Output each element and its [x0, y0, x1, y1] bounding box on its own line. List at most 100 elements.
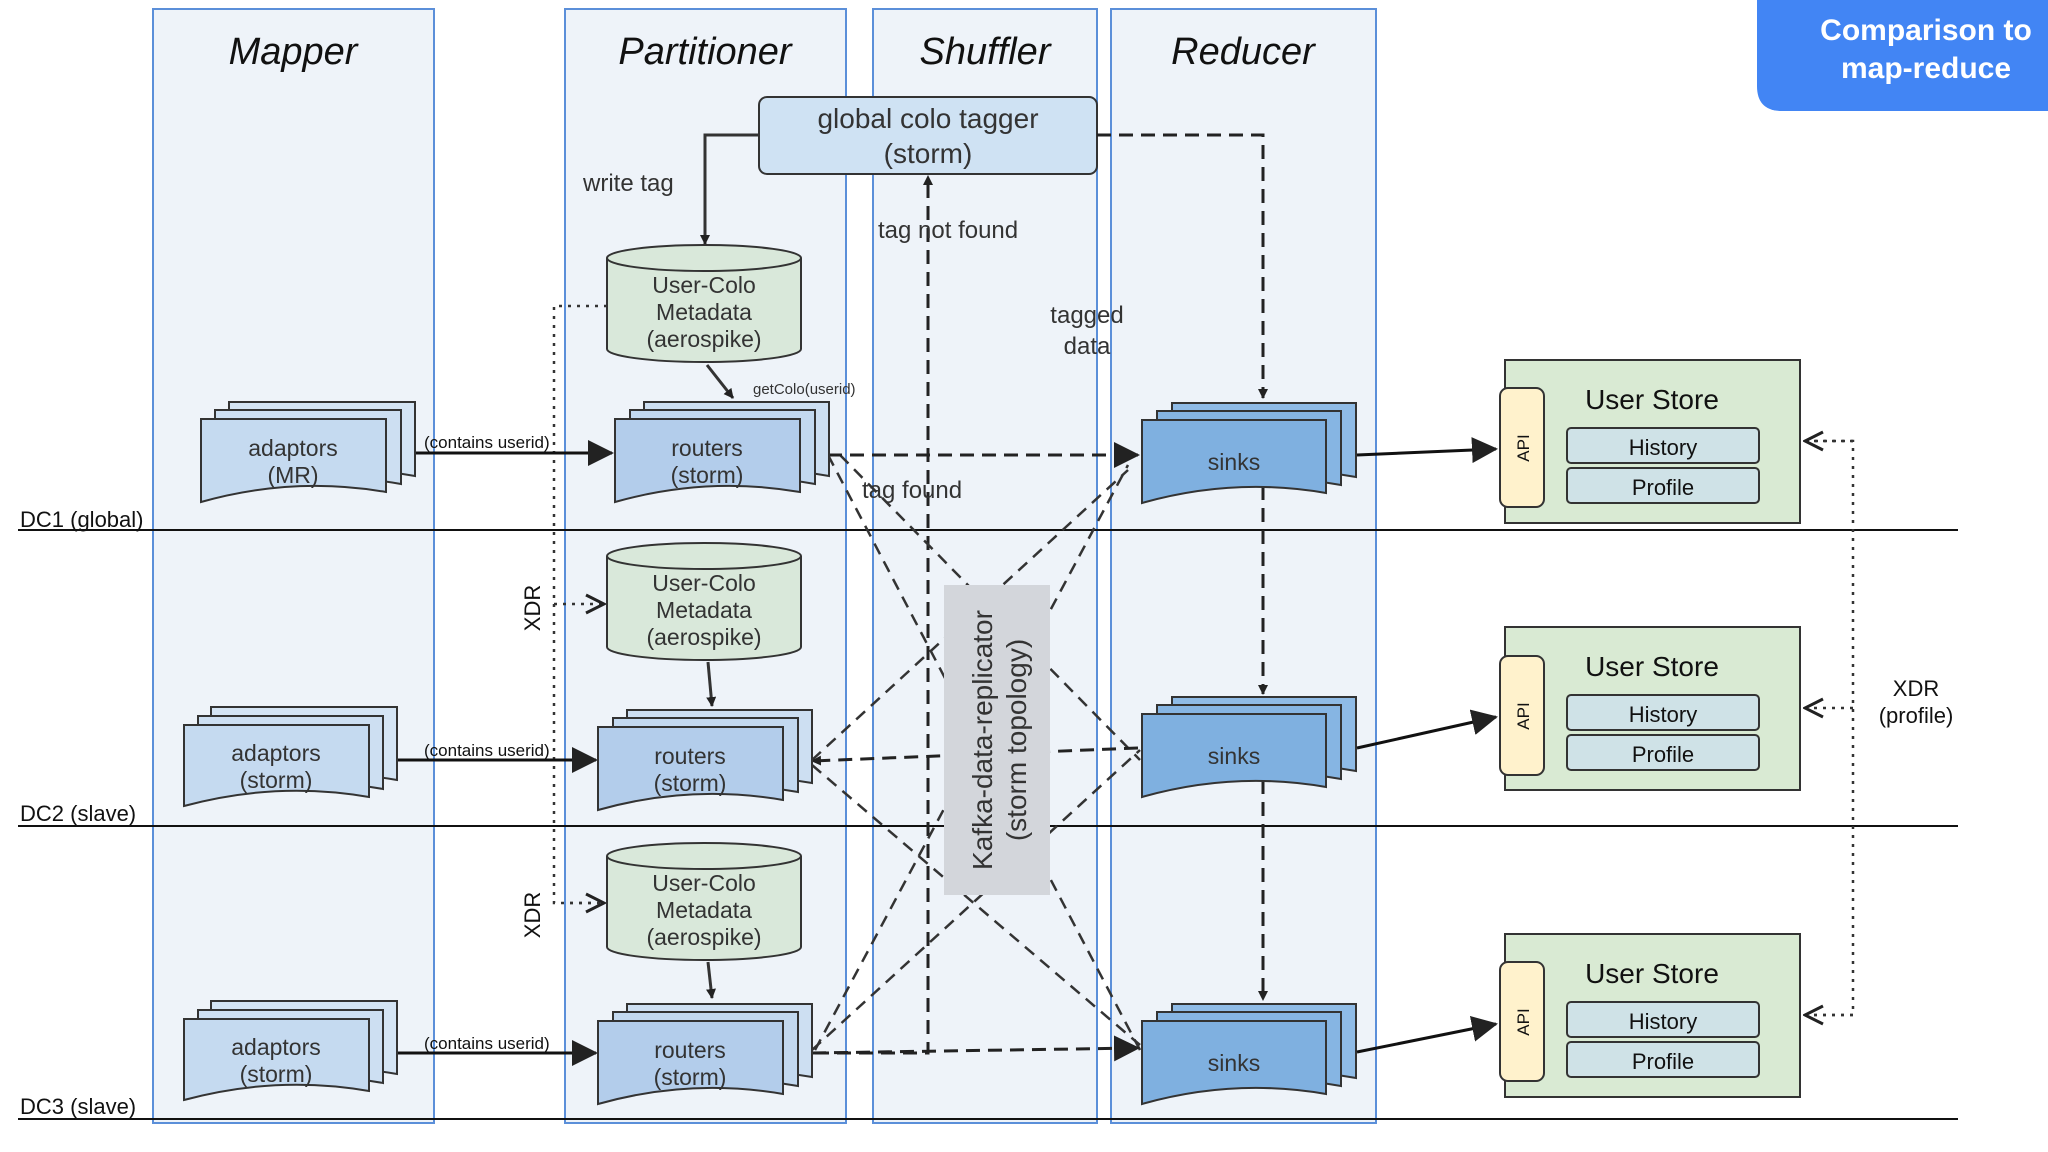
tag-not-found-label: tag not found [878, 217, 1018, 244]
user-store-dc3: API User Store History Profile [1499, 933, 1801, 1098]
shuffler-column [872, 8, 1098, 1124]
tagger-to-sinks-arrow [1097, 133, 1268, 399]
xdr-profile-label-1: XDR [1893, 676, 1939, 701]
metadata-line1: User-Colo [652, 570, 756, 596]
badge-line1: Comparison to [1820, 14, 2032, 47]
column-title-shuffler: Shuffler [920, 31, 1052, 73]
mapper-column [152, 8, 435, 1124]
metadata-to-routers-arrow-dc3 [706, 961, 716, 999]
routers-dc3-to-sinks-arrow [811, 1035, 1140, 1062]
tagger-line2: (storm) [884, 138, 973, 169]
write-tag-label: write tag [582, 170, 674, 197]
adaptors-line1: adaptors [231, 740, 321, 766]
history-label: History [1629, 435, 1697, 460]
user-store-title: User Store [1585, 384, 1719, 415]
xdr-label-dc2: XDR [520, 585, 545, 631]
dc2-label: DC2 (slave) [20, 801, 136, 826]
sinks-label: sinks [1208, 449, 1260, 475]
reducer-column [1110, 8, 1377, 1124]
history-label: History [1629, 1009, 1697, 1034]
sinks-to-store-arrow-dc3 [1356, 1015, 1498, 1054]
user-store-dc2: API User Store History Profile [1499, 626, 1801, 791]
replicator-line1: Kafka-data-replicator [967, 610, 998, 870]
dc1-label: DC1 (global) [20, 507, 144, 532]
sinks-dc1: sinks [1141, 402, 1357, 505]
xdr-label-dc3: XDR [520, 892, 545, 938]
dc3-label: DC3 (slave) [20, 1094, 136, 1119]
adaptors-line2: (MR) [267, 462, 318, 488]
data-label: data [1064, 333, 1111, 360]
metadata-to-routers-arrow-dc2 [706, 661, 717, 707]
global-colo-tagger: global colo tagger (storm) [758, 96, 1098, 175]
comparison-badge: Comparison to map-reduce [1757, 0, 2048, 111]
adaptors-dc2: adaptors (storm) [183, 706, 398, 808]
metadata-store-dc3: User-Colo Metadata (aerospike) [606, 842, 802, 961]
contains-userid-label-dc3: (contains userid) [424, 1034, 550, 1053]
api-label: API [1514, 1008, 1533, 1035]
badge-line2: map-reduce [1841, 52, 2011, 85]
write-tag-arrow [700, 133, 759, 245]
metadata-line3: (aerospike) [646, 924, 761, 950]
tag-not-found-arrow [815, 175, 933, 1055]
profile-box [1566, 1041, 1760, 1078]
kafka-data-replicator: Kafka-data-replicator (storm topology) [944, 585, 1050, 895]
metadata-line3: (aerospike) [646, 326, 761, 352]
sinks-label: sinks [1208, 1050, 1260, 1076]
routers-line2: (storm) [654, 1064, 727, 1090]
metadata-line1: User-Colo [652, 272, 756, 298]
user-store-title: User Store [1585, 651, 1719, 682]
contains-userid-label-dc2: (contains userid) [424, 741, 550, 760]
metadata-line3: (aerospike) [646, 624, 761, 650]
api-box [1499, 961, 1545, 1082]
user-store-dc1: API User Store History Profile [1499, 359, 1801, 524]
metadata-line2: Metadata [656, 299, 752, 325]
xdr-profile-label-2: (profile) [1879, 703, 1954, 728]
routers-line1: routers [654, 743, 726, 769]
sinks-dc3: sinks [1141, 1003, 1357, 1106]
history-box [1566, 427, 1760, 464]
user-store-title: User Store [1585, 958, 1719, 989]
contains-userid-label-dc1: (contains userid) [424, 433, 550, 452]
adaptors-line2: (storm) [240, 767, 313, 793]
sinks-label: sinks [1208, 743, 1260, 769]
xdr-profile-link [1806, 439, 1855, 1017]
replicator-line2: (storm topology) [1001, 639, 1032, 841]
api-box [1499, 655, 1545, 776]
column-title-mapper: Mapper [229, 31, 359, 73]
sinks-to-store-arrow-dc2 [1356, 709, 1498, 750]
metadata-line2: Metadata [656, 597, 752, 623]
routers-line1: routers [671, 435, 743, 461]
tag-found-label: tag found [862, 477, 962, 504]
history-box [1566, 694, 1760, 731]
adaptors-line2: (storm) [240, 1061, 313, 1087]
getcolo-arrow-dc1 [705, 364, 735, 399]
profile-label: Profile [1632, 475, 1694, 500]
metadata-line2: Metadata [656, 897, 752, 923]
history-label: History [1629, 702, 1697, 727]
getcolo-label: getColo(userid) [753, 381, 856, 398]
profile-label: Profile [1632, 742, 1694, 767]
profile-box [1566, 734, 1760, 771]
routers-dc3: routers (storm) [597, 1003, 813, 1106]
routers-line1: routers [654, 1037, 726, 1063]
profile-label: Profile [1632, 1049, 1694, 1074]
sinks-to-store-arrow-dc1 [1356, 437, 1498, 464]
api-label: API [1514, 434, 1533, 461]
column-title-partitioner: Partitioner [618, 31, 793, 73]
metadata-line1: User-Colo [652, 870, 756, 896]
metadata-store-dc1: User-Colo Metadata (aerospike) [606, 244, 802, 363]
api-box [1499, 387, 1545, 508]
routers-line2: (storm) [654, 770, 727, 796]
tagger-line1: global colo tagger [817, 103, 1038, 134]
sinks-dc2: sinks [1141, 696, 1357, 799]
profile-box [1566, 467, 1760, 504]
column-title-reducer: Reducer [1171, 31, 1316, 73]
adaptors-line1: adaptors [231, 1034, 321, 1060]
tagged-label: tagged [1050, 302, 1123, 329]
routers-dc1: routers (storm) [614, 401, 830, 504]
adaptors-dc1: adaptors (MR) [200, 401, 416, 504]
history-box [1566, 1001, 1760, 1038]
routers-line2: (storm) [671, 462, 744, 488]
adaptors-dc3: adaptors (storm) [183, 1000, 398, 1102]
